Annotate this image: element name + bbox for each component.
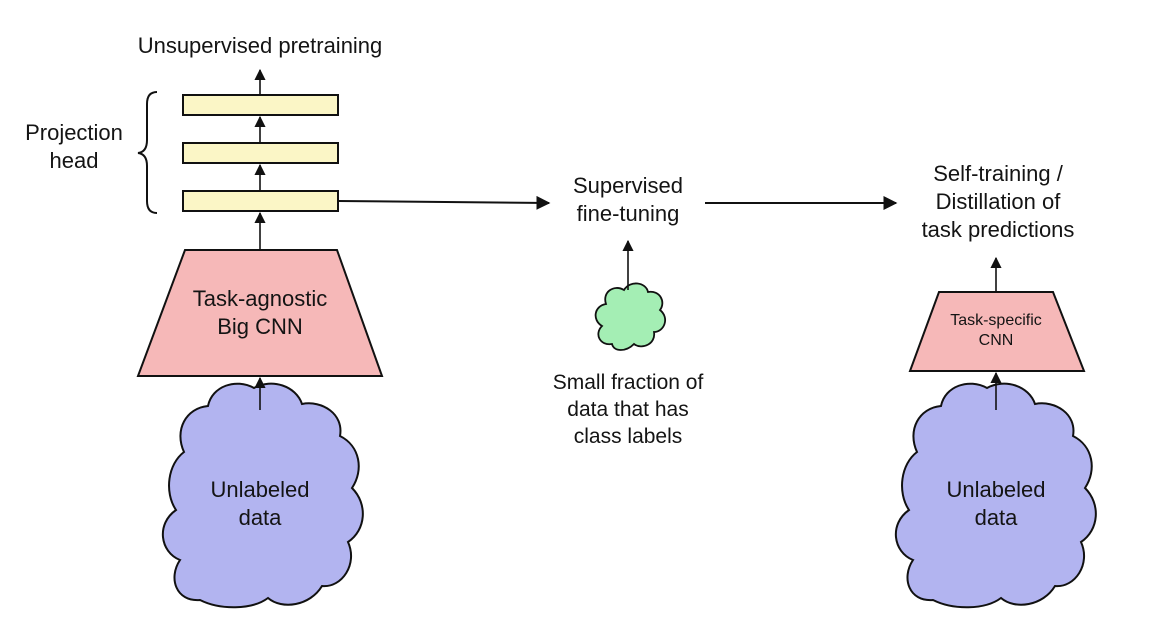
unlabeled-right-line-1: Unlabeled	[946, 477, 1046, 502]
unlabeled-left-line-1: Unlabeled	[210, 477, 310, 502]
projection-head-brace	[137, 91, 158, 214]
projection-layer-top	[182, 94, 339, 116]
labeled-fraction-label: Small fraction of data that has class la…	[518, 370, 738, 451]
labeled-fraction-line-3: class labels	[573, 424, 683, 448]
big-cnn-line-2: Big CNN	[217, 314, 303, 340]
projection-head-line-2: head	[49, 148, 99, 174]
self-training-line-2: Distillation of	[935, 189, 1061, 215]
projection-head-label: Projection head	[8, 119, 140, 175]
self-training-line-3: task predictions	[921, 217, 1075, 243]
task-specific-line-2: CNN	[978, 332, 1014, 350]
arrow-to-finetuning	[337, 195, 551, 210]
unsupervised-pretraining-label: Unsupervised pretraining	[137, 33, 383, 58]
task-specific-line-1: Task-specific	[950, 312, 1042, 329]
projection-layer-middle	[182, 142, 339, 164]
labeled-fraction-line-2: data that has	[567, 397, 689, 421]
self-training-line-1: Self-training /	[933, 161, 1063, 186]
unlabeled-left-line-2: data	[238, 505, 282, 531]
unlabeled-data-right-label: Unlabeled data	[916, 476, 1076, 532]
labeled-data-cloud	[594, 282, 667, 351]
unlabeled-data-cloud-left	[161, 382, 364, 609]
task-specific-cnn-label: Task-specific CNN	[916, 311, 1076, 352]
finetuning-line-2: fine-tuning	[576, 201, 680, 227]
unlabeled-right-line-2: data	[974, 505, 1018, 531]
big-cnn-label: Task-agnostic Big CNN	[160, 285, 360, 341]
task-specific-cnn-trapezoid	[908, 291, 1086, 372]
projection-head-line-1: Projection	[25, 120, 123, 145]
finetuning-line-1: Supervised	[572, 173, 684, 198]
big-cnn-line-1: Task-agnostic	[192, 286, 328, 311]
labeled-fraction-line-1: Small fraction of	[552, 371, 704, 394]
big-cnn-trapezoid	[136, 249, 384, 377]
unlabeled-data-cloud-right	[894, 382, 1097, 609]
projection-layer-bottom	[182, 190, 339, 212]
self-training-label: Self-training / Distillation of task pre…	[888, 160, 1108, 244]
supervised-finetuning-label: Supervised fine-tuning	[538, 172, 718, 228]
unlabeled-data-left-label: Unlabeled data	[180, 476, 340, 532]
